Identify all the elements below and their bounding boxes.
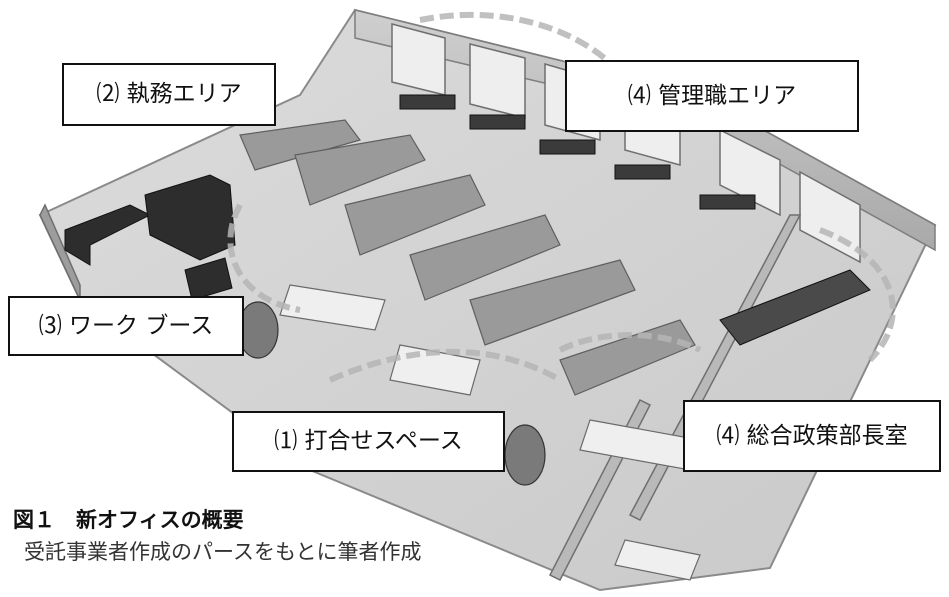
work-booth-furniture [64,174,236,301]
meeting-space-text: ⑴ 打合せスペース [274,428,463,454]
director-conference-table [719,269,871,346]
management-area-text: ⑷ 管理職エリア [627,82,797,109]
figure-caption: 図１ 新オフィスの概要 [13,508,244,532]
manager-desks [399,94,756,210]
meeting-space-label: ⑴ 打合せスペース [232,411,505,472]
round-booths [237,301,546,486]
work-area-label: ⑵ 執務エリア [62,63,276,126]
work-booth-text: ⑶ ワーク ブース [38,312,214,339]
figure-subcaption: 受託事業者作成のパースをもとに筆者作成 [24,540,422,564]
director-room-label: ⑷ 総合政策部長室 [683,400,941,472]
management-area-label: ⑷ 管理職エリア [565,60,859,132]
desk-rows [239,119,696,396]
work-booth-label: ⑶ ワーク ブース [8,296,244,356]
circulation-paths [227,11,896,383]
left-wall [39,203,81,301]
work-area-text: ⑵ 執務エリア [96,81,242,107]
director-room-text: ⑷ 総合政策部長室 [716,422,908,449]
